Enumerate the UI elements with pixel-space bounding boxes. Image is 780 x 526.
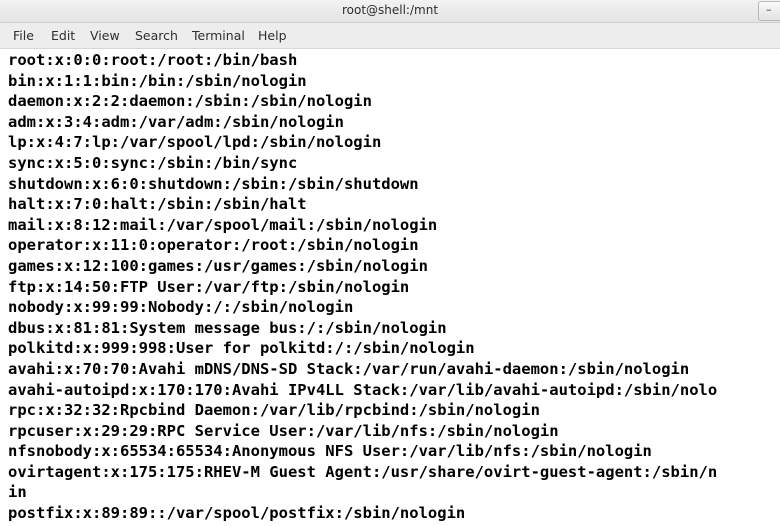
terminal-line: adm:x:3:4:adm:/var/adm:/sbin/nologin bbox=[8, 112, 344, 131]
menu-view[interactable]: View bbox=[90, 28, 120, 43]
terminal-line: polkitd:x:999:998:User for polkitd:/:/sb… bbox=[8, 339, 475, 358]
terminal-line: sync:x:5:0:sync:/sbin:/bin/sync bbox=[8, 153, 298, 172]
terminal-line: nfsnobody:x:65534:65534:Anonymous NFS Us… bbox=[8, 442, 652, 461]
minimize-button[interactable]: – bbox=[758, 1, 780, 21]
menu-edit[interactable]: Edit bbox=[51, 28, 76, 43]
terminal-line: daemon:x:2:2:daemon:/sbin:/sbin/nologin bbox=[8, 92, 372, 111]
terminal-line: avahi:x:70:70:Avahi mDNS/DNS-SD Stack:/v… bbox=[8, 359, 690, 378]
terminal-line: nobody:x:99:99:Nobody:/:/sbin/nologin bbox=[8, 298, 354, 317]
terminal-line: dbus:x:81:81:System message bus:/:/sbin/… bbox=[8, 318, 447, 337]
terminal-line: ovirtagent:x:175:175:RHEV-M Guest Agent:… bbox=[8, 462, 718, 481]
window-title: root@shell:/mnt bbox=[341, 3, 439, 17]
title-bar[interactable]: root@shell:/mnt – bbox=[0, 0, 780, 23]
menu-file[interactable]: File bbox=[13, 28, 34, 43]
menu-help[interactable]: Help bbox=[258, 28, 287, 43]
menu-search[interactable]: Search bbox=[135, 28, 178, 43]
terminal-line: bin:x:1:1:bin:/bin:/sbin/nologin bbox=[8, 71, 307, 90]
terminal-output[interactable]: root:x:0:0:root:/root:/bin/bash bin:x:1:1… bbox=[0, 49, 780, 526]
terminal-line: rpcuser:x:29:29:RPC Service User:/var/li… bbox=[8, 421, 559, 440]
terminal-line: ftp:x:14:50:FTP User:/var/ftp:/sbin/nolo… bbox=[8, 277, 410, 296]
menu-terminal[interactable]: Terminal bbox=[192, 28, 245, 43]
terminal-line: shutdown:x:6:0:shutdown:/sbin:/sbin/shut… bbox=[8, 174, 419, 193]
terminal-line: postfix:x:89:89::/var/spool/postfix:/sbi… bbox=[8, 504, 466, 523]
terminal-line: mail:x:8:12:mail:/var/spool/mail:/sbin/n… bbox=[8, 215, 438, 234]
menu-bar: File Edit View Search Terminal Help bbox=[0, 23, 780, 49]
terminal-line: root:x:0:0:root:/root:/bin/bash bbox=[8, 51, 298, 69]
terminal-line: avahi-autoipd:x:170:170:Avahi IPv4LL Sta… bbox=[8, 380, 718, 399]
terminal-line: lp:x:4:7:lp:/var/spool/lpd:/sbin/nologin bbox=[8, 133, 382, 152]
terminal-line: halt:x:7:0:halt:/sbin:/sbin/halt bbox=[8, 195, 307, 214]
terminal-line: rpc:x:32:32:Rpcbind Daemon:/var/lib/rpcb… bbox=[8, 401, 540, 420]
terminal-line: operator:x:11:0:operator:/root:/sbin/nol… bbox=[8, 236, 419, 255]
terminal-line: in bbox=[8, 483, 27, 502]
terminal-line: games:x:12:100:games:/usr/games:/sbin/no… bbox=[8, 256, 428, 275]
terminal-lines: root:x:0:0:root:/root:/bin/bash bin:x:1:1… bbox=[8, 50, 717, 524]
minimize-icon: – bbox=[766, 3, 772, 16]
